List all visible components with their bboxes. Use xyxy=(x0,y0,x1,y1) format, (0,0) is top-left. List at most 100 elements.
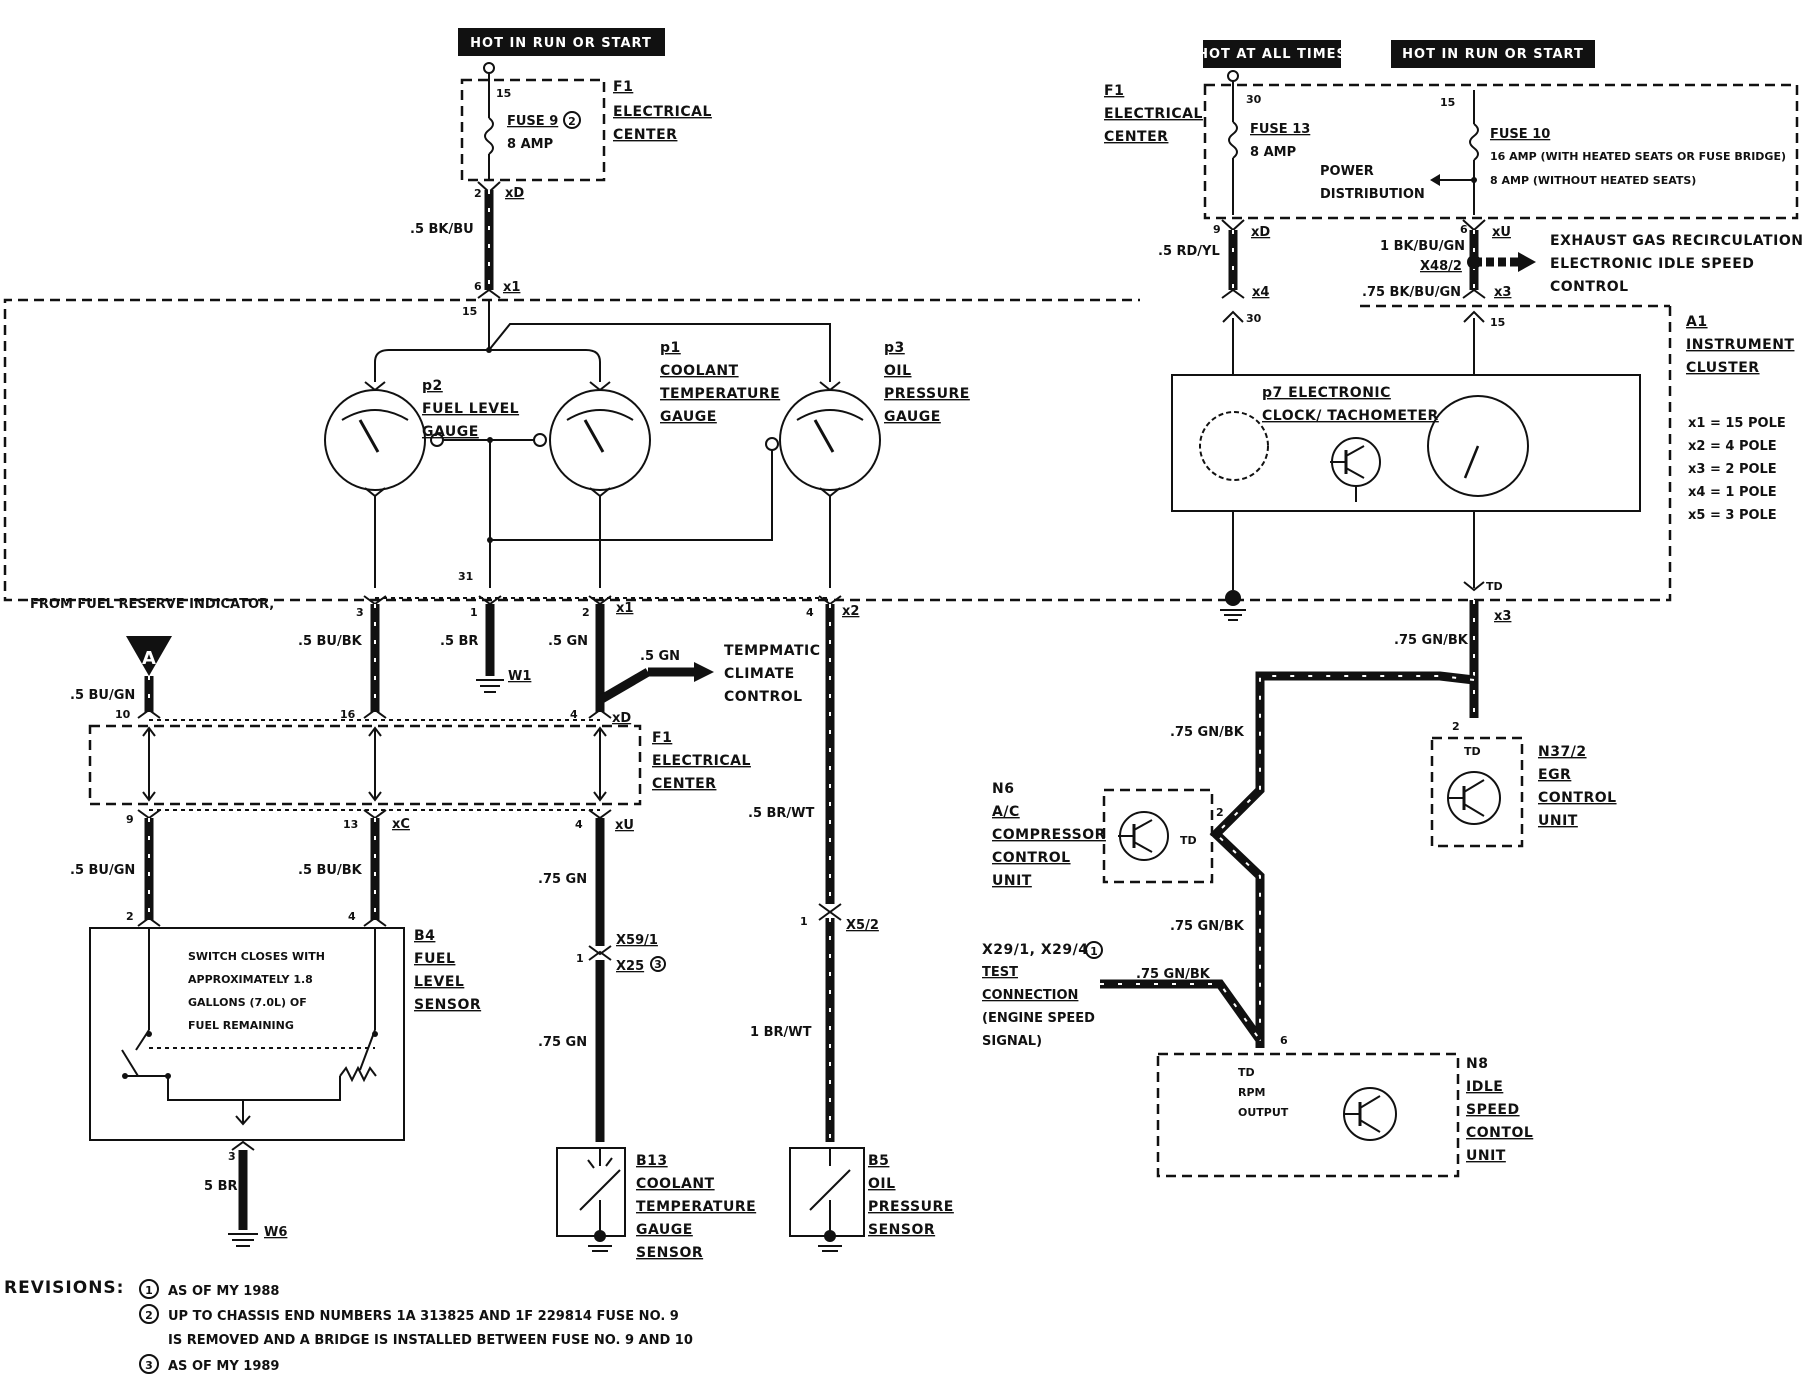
svg-text:A/C: A/C xyxy=(992,804,1020,820)
svg-text:SWITCH CLOSES WITH: SWITCH CLOSES WITH xyxy=(188,950,325,963)
svg-text:30: 30 xyxy=(1246,312,1262,325)
svg-text:X5/2: X5/2 xyxy=(846,918,879,933)
svg-text:GAUGE: GAUGE xyxy=(636,1222,693,1238)
svg-text:3: 3 xyxy=(356,606,364,619)
svg-text:xD: xD xyxy=(505,186,524,201)
svg-text:CENTER: CENTER xyxy=(652,776,716,792)
svg-text:CLOCK/ TACHOMETER: CLOCK/ TACHOMETER xyxy=(1262,408,1439,424)
svg-text:xU: xU xyxy=(1492,225,1511,240)
svg-text:(ENGINE SPEED: (ENGINE SPEED xyxy=(982,1011,1095,1026)
svg-text:.75 GN/BK: .75 GN/BK xyxy=(1136,967,1211,982)
wire-gn-bk-tach xyxy=(1209,671,1475,1048)
svg-text:COOLANT: COOLANT xyxy=(636,1176,715,1192)
svg-text:.75 BK/BU/GN: .75 BK/BU/GN xyxy=(1362,285,1461,300)
svg-text:X25: X25 xyxy=(616,959,644,974)
svg-text:.5 BU/BK: .5 BU/BK xyxy=(298,634,363,649)
svg-text:HOT IN RUN OR START: HOT IN RUN OR START xyxy=(1402,47,1584,62)
svg-text:B4: B4 xyxy=(414,928,435,944)
svg-text:8 AMP (WITHOUT HEATED SEATS): 8 AMP (WITHOUT HEATED SEATS) xyxy=(1490,174,1696,187)
svg-text:CONTROL: CONTROL xyxy=(724,689,803,705)
svg-text:X29/1, X29/4: X29/1, X29/4 xyxy=(982,942,1088,958)
svg-text:TEMPMATIC: TEMPMATIC xyxy=(724,643,821,659)
svg-text:B5: B5 xyxy=(868,1153,889,1169)
p7-transistor-symbol xyxy=(1330,437,1381,502)
svg-text:3: 3 xyxy=(145,1359,153,1372)
svg-text:p2: p2 xyxy=(422,378,443,394)
svg-text:SIGNAL): SIGNAL) xyxy=(982,1034,1042,1049)
svg-text:x1: x1 xyxy=(616,601,633,616)
svg-text:6: 6 xyxy=(474,280,482,293)
svg-text:2: 2 xyxy=(145,1309,153,1322)
svg-text:AS OF MY 1988: AS OF MY 1988 xyxy=(168,1284,279,1299)
svg-text:.75 GN/BK: .75 GN/BK xyxy=(1170,919,1245,934)
svg-text:SENSOR: SENSOR xyxy=(636,1245,703,1261)
svg-text:15: 15 xyxy=(496,87,511,100)
tachometer-dial xyxy=(1427,395,1529,497)
idle-speed-control-unit-n8 xyxy=(1156,1052,1460,1178)
svg-text:1: 1 xyxy=(470,606,478,619)
n8-transistor-symbol xyxy=(1343,1087,1397,1141)
svg-text:x3 = 2 POLE: x3 = 2 POLE xyxy=(1688,462,1777,477)
fuel-level-sensor-b4 xyxy=(89,927,405,1141)
svg-text:5 BR: 5 BR xyxy=(204,1179,238,1194)
svg-text:xD: xD xyxy=(1251,225,1270,240)
svg-text:F1: F1 xyxy=(613,79,633,95)
fuse-9-label: FUSE 9 xyxy=(507,114,558,129)
svg-text:TEMPERATURE: TEMPERATURE xyxy=(636,1199,756,1215)
svg-text:IS REMOVED AND A BRIDGE IS INS: IS REMOVED AND A BRIDGE IS INSTALLED BET… xyxy=(168,1333,693,1348)
svg-text:x3: x3 xyxy=(1494,609,1511,624)
svg-text:.75 GN: .75 GN xyxy=(538,872,587,887)
svg-text:UNIT: UNIT xyxy=(1538,813,1578,829)
svg-text:p7 ELECTRONIC: p7 ELECTRONIC xyxy=(1262,385,1391,401)
svg-text:FUSE 10: FUSE 10 xyxy=(1490,127,1550,142)
svg-text:PRESSURE: PRESSURE xyxy=(868,1199,954,1215)
svg-text:N6: N6 xyxy=(992,781,1014,797)
svg-text:TD: TD xyxy=(1238,1066,1255,1079)
svg-text:X59/1: X59/1 xyxy=(616,933,658,948)
svg-text:OUTPUT: OUTPUT xyxy=(1238,1106,1289,1119)
svg-text:.5 BU/BK: .5 BU/BK xyxy=(298,863,363,878)
svg-text:FUEL: FUEL xyxy=(414,951,455,967)
svg-text:POWER: POWER xyxy=(1320,164,1374,179)
svg-text:xD: xD xyxy=(612,711,631,726)
hot-run-start-left-label: HOT IN RUN OR START xyxy=(470,36,652,51)
svg-text:1: 1 xyxy=(1090,945,1098,958)
svg-text:1 BK/BU/GN: 1 BK/BU/GN xyxy=(1380,239,1465,254)
svg-text:2: 2 xyxy=(1452,720,1460,733)
svg-text:10: 10 xyxy=(115,708,131,721)
egr-control-unit-n37-2 xyxy=(1430,736,1524,848)
cluster-ground-symbol xyxy=(1220,590,1246,621)
svg-text:CONTROL: CONTROL xyxy=(992,850,1071,866)
fuse-13-symbol xyxy=(1228,121,1238,159)
svg-text:x1 = 15 POLE: x1 = 15 POLE xyxy=(1688,416,1786,431)
svg-text:3: 3 xyxy=(228,1150,236,1163)
svg-text:TEST: TEST xyxy=(982,965,1018,980)
svg-text:15: 15 xyxy=(462,305,477,318)
svg-text:p1: p1 xyxy=(660,340,681,356)
f1-electrical-center-mid xyxy=(88,724,642,806)
svg-text:1: 1 xyxy=(145,1284,153,1297)
svg-text:2: 2 xyxy=(126,910,134,923)
svg-text:4: 4 xyxy=(570,708,578,721)
svg-text:F1: F1 xyxy=(1104,83,1124,99)
svg-text:.5 BU/GN: .5 BU/GN xyxy=(70,688,135,703)
terminal-circle xyxy=(483,62,495,74)
svg-text:CLUSTER: CLUSTER xyxy=(1686,360,1760,376)
svg-text:COMPRESSOR: COMPRESSOR xyxy=(992,827,1106,843)
svg-text:CONNECTION: CONNECTION xyxy=(982,988,1078,1003)
svg-text:CLIMATE: CLIMATE xyxy=(724,666,795,682)
svg-text:HOT AT ALL TIMES: HOT AT ALL TIMES xyxy=(1197,47,1347,62)
svg-text:CONTROL: CONTROL xyxy=(1538,790,1617,806)
svg-text:F1: F1 xyxy=(652,730,672,746)
svg-text:.5 GN: .5 GN xyxy=(548,634,588,649)
svg-text:x1: x1 xyxy=(503,280,520,295)
svg-text:x3: x3 xyxy=(1494,285,1511,300)
svg-text:.75 GN/BK: .75 GN/BK xyxy=(1394,633,1469,648)
svg-text:xC: xC xyxy=(392,817,410,832)
svg-text:SENSOR: SENSOR xyxy=(868,1222,935,1238)
svg-text:.5 RD/YL: .5 RD/YL xyxy=(1158,244,1220,259)
svg-text:3: 3 xyxy=(654,958,662,971)
coolant-temperature-gauge-p1 xyxy=(549,389,651,491)
svg-text:x5 = 3 POLE: x5 = 3 POLE xyxy=(1688,508,1777,523)
svg-text:.5 BK/BU: .5 BK/BU xyxy=(410,222,474,237)
